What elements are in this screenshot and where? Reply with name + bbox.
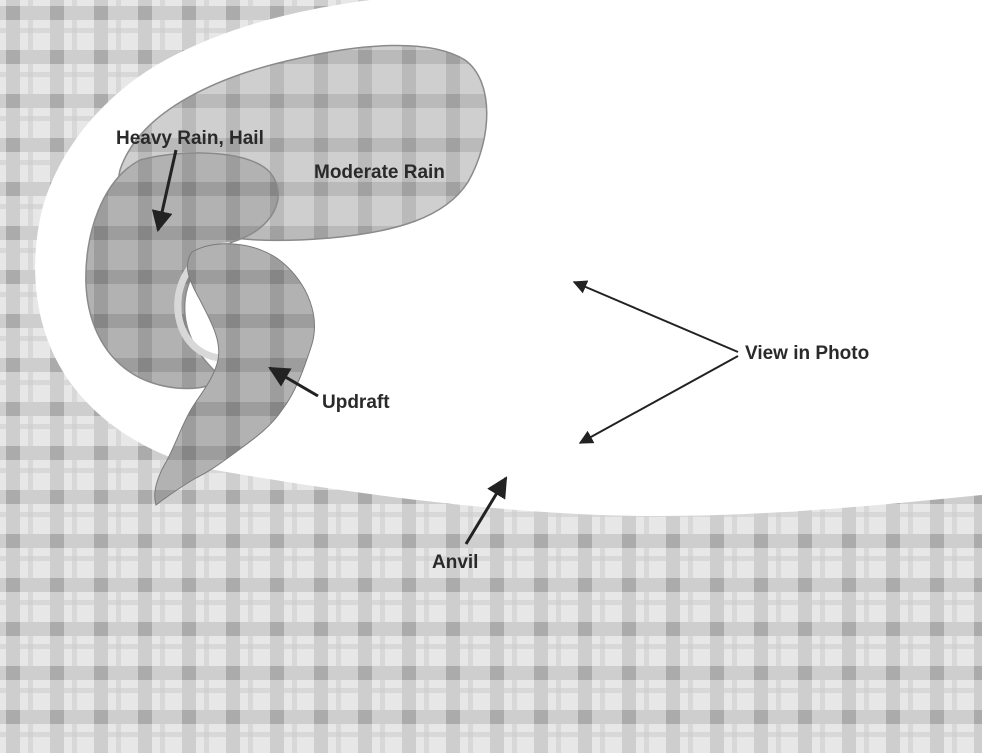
label-view-in-photo: View in Photo — [745, 343, 869, 364]
label-anvil: Anvil — [432, 552, 478, 573]
label-heavy-rain: Heavy Rain, Hail — [116, 128, 264, 149]
label-moderate-rain: Moderate Rain — [314, 162, 445, 183]
label-updraft: Updraft — [322, 392, 390, 413]
